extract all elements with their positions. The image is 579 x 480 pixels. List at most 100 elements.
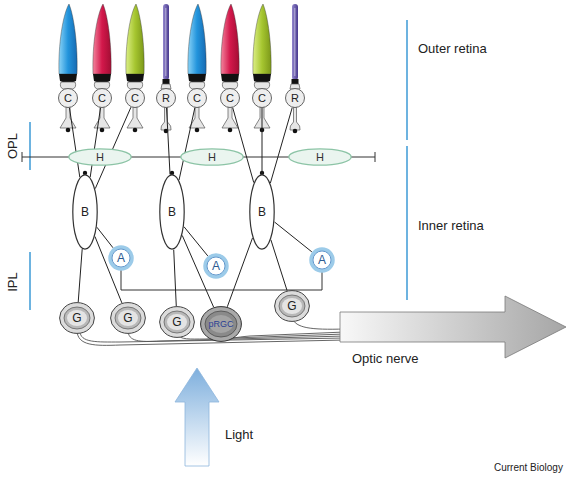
cell-body [250,175,274,249]
cone-soma: C [58,88,78,108]
axon [177,334,345,339]
cell-body [73,175,97,249]
wire-tick [22,152,23,162]
cell-letter: C [125,88,145,108]
cell-body [160,307,195,338]
cell-body [93,89,112,108]
rod-soma: R [285,88,305,108]
structure-label: Optic nerve [352,352,418,365]
neural-connection [233,108,254,183]
neural-connection [179,108,195,180]
rod-soma: R [156,88,176,108]
bipolar-cell: B [159,174,185,250]
cell-letter: B [249,174,275,250]
cell-letter: C [252,88,272,108]
ganglion-cell: G [110,302,146,334]
neural-connection [90,108,100,177]
layer-bracket [406,20,408,140]
cone-photoreceptor [59,4,77,132]
layer-bracket [406,146,408,300]
rod-photoreceptor [161,4,171,133]
neural-connection [271,240,287,291]
cell-body [59,89,78,108]
cell-letter: pRGC [200,306,242,342]
axon [221,332,345,339]
cone-photoreceptor [93,4,111,132]
cell-body [69,149,131,165]
optic-nerve-arrow [340,296,566,358]
cell-letter: A [309,247,335,273]
cone-photoreceptor [188,4,206,132]
horizontal-cell: H [68,148,132,166]
cell-letter: G [159,306,195,338]
neural-connection [275,222,312,252]
cell-body [289,149,351,165]
cell-letter: R [285,88,305,108]
amacrine-cell: A [309,247,335,273]
neural-connection [69,108,79,177]
neural-connection [167,108,170,174]
cell-body [160,175,184,249]
cell-letter: A [203,253,229,279]
layer-bracket [29,122,31,170]
layer-label: OPL [6,133,19,159]
cell-letter: A [108,245,134,271]
cell-letter: H [180,148,244,166]
layer-bracket [29,252,31,310]
neural-connection [95,107,131,188]
neural-connection [97,227,113,248]
layer-label: Inner retina [418,219,484,232]
cell-body [181,149,243,165]
bipolar-cell: B [249,174,275,250]
horizontal-cell: H [180,148,244,166]
wire-tick [375,152,376,162]
neural-connection [174,250,177,306]
cell-body [188,89,207,108]
layer-label: Outer retina [418,42,487,55]
ganglion-cell: G [274,290,310,322]
cell-body [111,303,146,334]
cell-letter: G [59,302,95,334]
cell-letter: R [156,88,176,108]
cell-letter: G [274,290,310,322]
cell-letter: C [92,88,112,108]
neural-connection [270,108,292,183]
neural-connection [227,238,252,307]
cell-letter: C [58,88,78,108]
cone-soma: C [187,88,207,108]
layer-label: IPL [6,272,19,292]
neural-connection [184,227,208,256]
cell-letter: G [110,302,146,334]
cell-letter: B [159,174,185,250]
amacrine-cell: A [203,253,229,279]
cell-letter: B [72,174,98,250]
cone-soma: C [125,88,145,108]
cone-soma: C [252,88,272,108]
cell-letter: H [288,148,352,166]
cone-soma: C [220,88,240,108]
cone-soma: C [92,88,112,108]
cell-body [60,303,95,334]
structure-label: Light [225,428,253,441]
cell-body [253,89,272,108]
cell-body [275,291,310,322]
source-watermark: Current Biology [494,463,563,473]
prgc-cell: pRGC [200,306,242,342]
horizontal-cell: H [288,148,352,166]
ganglion-cell: G [59,302,95,334]
cone-photoreceptor [221,4,239,132]
amacrine-cell: A [108,245,134,271]
neural-connection [78,249,82,302]
ganglion-cell: G [159,306,195,338]
cell-letter: C [220,88,240,108]
cell-body [126,89,145,108]
cell-body [157,89,176,108]
cell-body [201,307,242,342]
cell-body [221,89,240,108]
rod-photoreceptor [290,4,300,133]
cell-body [286,89,305,108]
light-arrow [175,368,219,466]
